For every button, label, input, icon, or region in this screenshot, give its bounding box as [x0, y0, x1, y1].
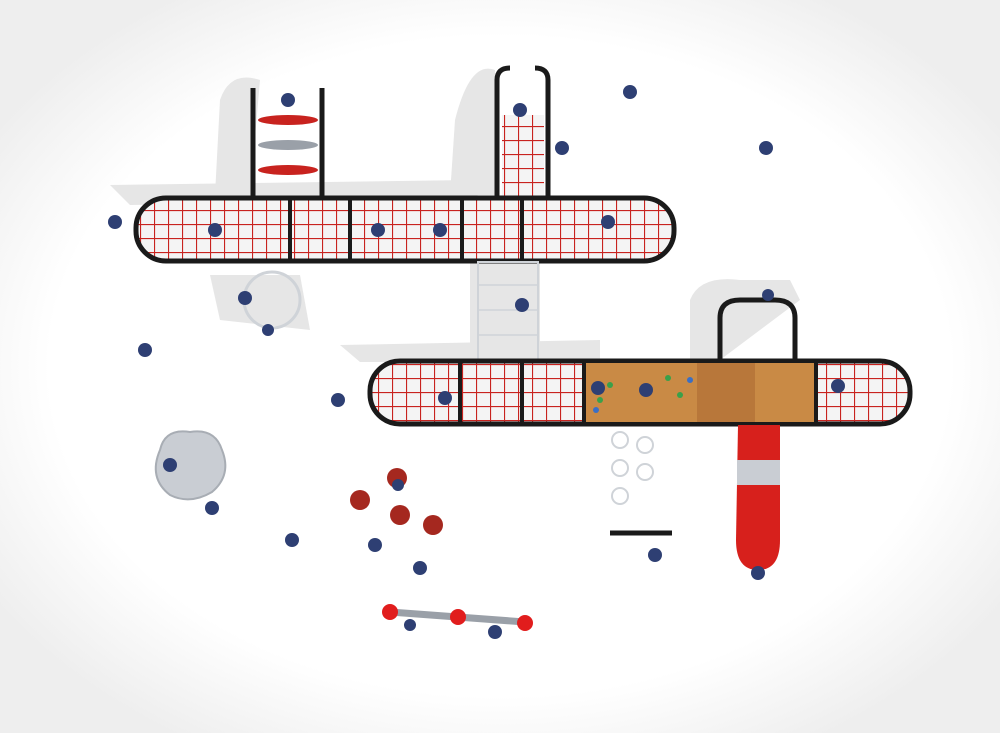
stepping-stars	[350, 468, 443, 535]
ring-ladder	[611, 431, 654, 505]
lower-walkway	[367, 297, 913, 427]
tube-slide	[736, 425, 780, 570]
climbing-boulder	[154, 430, 227, 501]
upper-walkway	[133, 195, 677, 264]
seesaw	[382, 604, 533, 631]
children	[108, 85, 845, 639]
ladder-tower-left	[250, 88, 325, 198]
rope-ladder-rungs	[478, 284, 538, 336]
net-tower-right	[494, 65, 551, 197]
